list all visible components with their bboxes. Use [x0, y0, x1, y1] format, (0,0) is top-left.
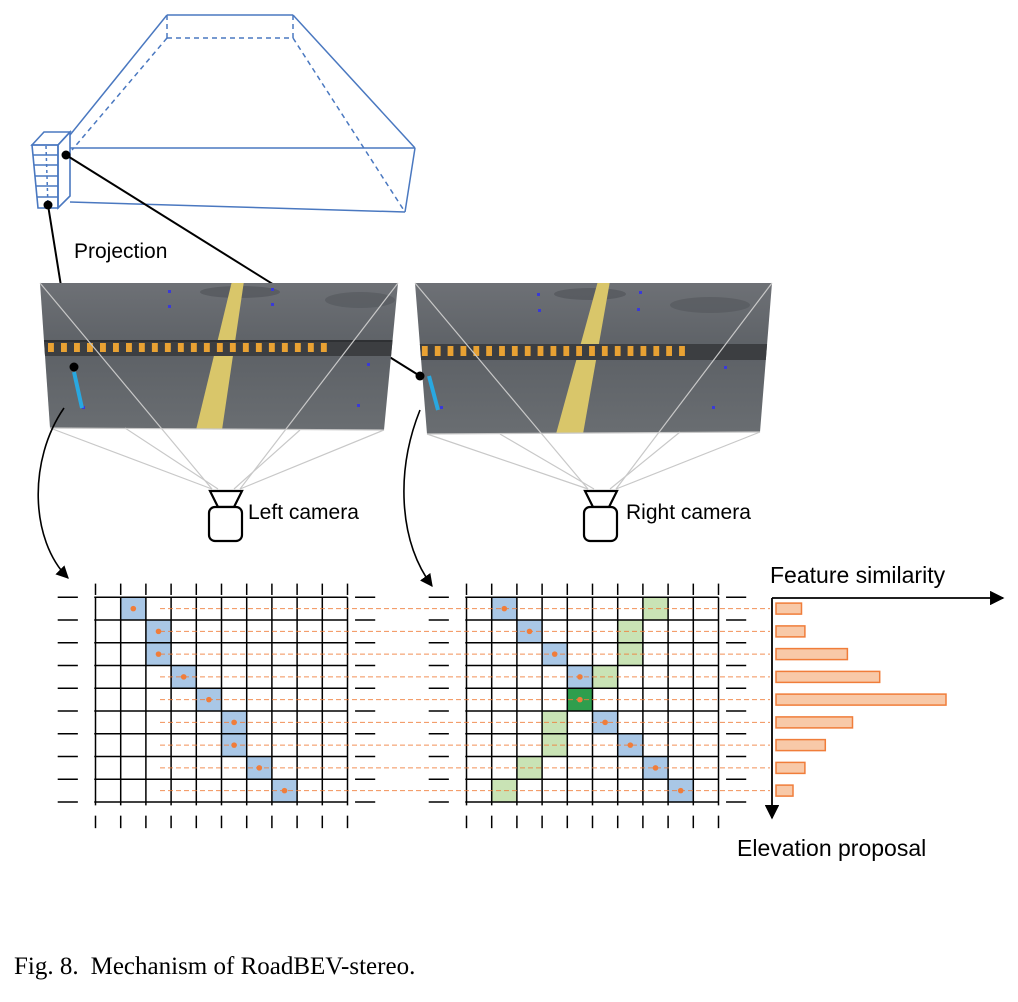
- sample-point: [180, 674, 187, 680]
- projection-frustum: [30, 14, 416, 213]
- sample-point: [155, 628, 162, 635]
- caption-text: Mechanism of RoadBEV-stereo.: [91, 953, 416, 980]
- similarity-bar: [775, 738, 827, 752]
- left-camera-image: [40, 283, 398, 430]
- sample-point: [602, 719, 608, 726]
- sample-point: [627, 742, 634, 748]
- similarity-bar: [775, 625, 806, 638]
- voxel-point-top: [61, 150, 71, 160]
- sample-point: [652, 765, 659, 771]
- sample-point: [130, 605, 137, 612]
- similarity-bar: [775, 670, 881, 684]
- candidate-cell: [617, 620, 643, 643]
- left-projected-segment: [72, 371, 84, 409]
- sample-point: [155, 651, 162, 657]
- similarity-bar: [775, 716, 854, 729]
- caption-prefix: Fig. 8.: [14, 953, 79, 980]
- candidate-cell: [592, 665, 618, 689]
- candidate-cell: [617, 642, 643, 666]
- elevation-proposal-label: Elevation proposal: [737, 835, 926, 861]
- similarity-bar: [775, 647, 849, 661]
- similarity-bar: [775, 693, 947, 706]
- left-feature-grid: [57, 583, 376, 829]
- feature-similarity-label: Feature similarity: [770, 562, 946, 588]
- left-sample-arrow: [37, 407, 69, 579]
- right-camera-label: Right camera: [626, 501, 751, 524]
- candidate-cell: [642, 597, 669, 620]
- similarity-bar: [775, 784, 794, 797]
- right-feature-grid: [428, 583, 747, 829]
- voxel-point-bottom: [43, 200, 53, 210]
- similarity-bar: [775, 602, 803, 615]
- camera-view-lines: [39, 282, 773, 490]
- right-camera-image: [415, 283, 772, 434]
- right-projected-segment: [427, 375, 440, 411]
- left-camera-label: Left camera: [248, 501, 359, 524]
- similarity-bar: [775, 761, 806, 775]
- right-sample-arrow: [403, 409, 433, 588]
- figure-caption: Fig. 8. Mechanism of RoadBEV-stereo.: [14, 953, 415, 980]
- camera-icon: [207, 489, 244, 543]
- matching-dashed-lines: [160, 608, 770, 792]
- projection-label: Projection: [74, 240, 167, 263]
- camera-icon: [582, 489, 619, 543]
- similarity-histogram: [764, 590, 1005, 820]
